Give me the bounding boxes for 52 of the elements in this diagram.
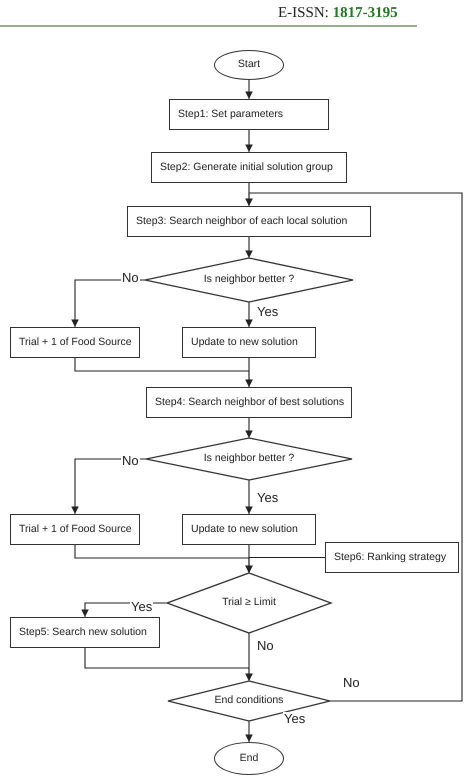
step-label: Step3: Search neighbor of each local solution (135, 216, 348, 228)
process-box (10, 617, 160, 648)
step-label: End (240, 752, 258, 764)
step-label: Step6: Ranking strategy (333, 552, 448, 564)
decision-diamond (146, 438, 352, 480)
arrow (245, 237, 253, 258)
step-label: End conditions (214, 695, 284, 707)
edge-label: Yes (130, 600, 154, 613)
edge-label: Yes (283, 712, 306, 725)
arrow (81, 602, 167, 617)
arrow (71, 458, 146, 514)
process-box (146, 387, 352, 418)
step-label: Step5: Search new solution (18, 626, 148, 638)
process-box (127, 206, 371, 237)
edge-label: No (342, 676, 361, 689)
step-label: Update to new solution (190, 524, 299, 536)
arrow (71, 279, 145, 327)
edge-label: No (121, 454, 140, 467)
step-label: Is neighbor better ? (204, 453, 294, 465)
process-box (10, 327, 140, 358)
edge-label: No (256, 639, 275, 652)
arrow (245, 556, 325, 573)
step-label: Start (238, 59, 260, 71)
arrow (245, 480, 253, 514)
arrow (245, 358, 253, 387)
step-label: Update to new solution (190, 336, 299, 348)
process-box (169, 99, 329, 130)
step-label: Trial + 1 of Food Source (18, 336, 133, 348)
arrow (245, 721, 253, 742)
step-label: Step4: Search neighbor of best solutions (154, 396, 346, 408)
edge-label: Yes (256, 305, 280, 318)
process-box (151, 152, 347, 183)
step-label: Is neighbor better ? (204, 274, 294, 286)
step-label: Step2: Generate initial solution group (159, 162, 334, 174)
arrow (245, 418, 253, 438)
decision-diamond (145, 258, 353, 302)
process-box (10, 514, 140, 545)
arrow (245, 302, 253, 327)
arrow (245, 130, 253, 152)
step-label: Trial ≥ Limit (222, 597, 276, 609)
edge-label: Yes (256, 491, 280, 504)
process-box (182, 514, 316, 545)
issn-text: E-ISSN: 1817-3195 (278, 5, 398, 22)
process-box (182, 327, 316, 358)
arrow (245, 80, 253, 99)
step-label: Step1: Set parameters (177, 108, 284, 120)
arrow (245, 192, 463, 702)
step-label: Trial + 1 of Food Source (18, 524, 133, 536)
process-box (325, 542, 459, 573)
decision-diamond (167, 573, 331, 633)
arrow (84, 648, 253, 681)
edge-label: No (121, 271, 140, 284)
